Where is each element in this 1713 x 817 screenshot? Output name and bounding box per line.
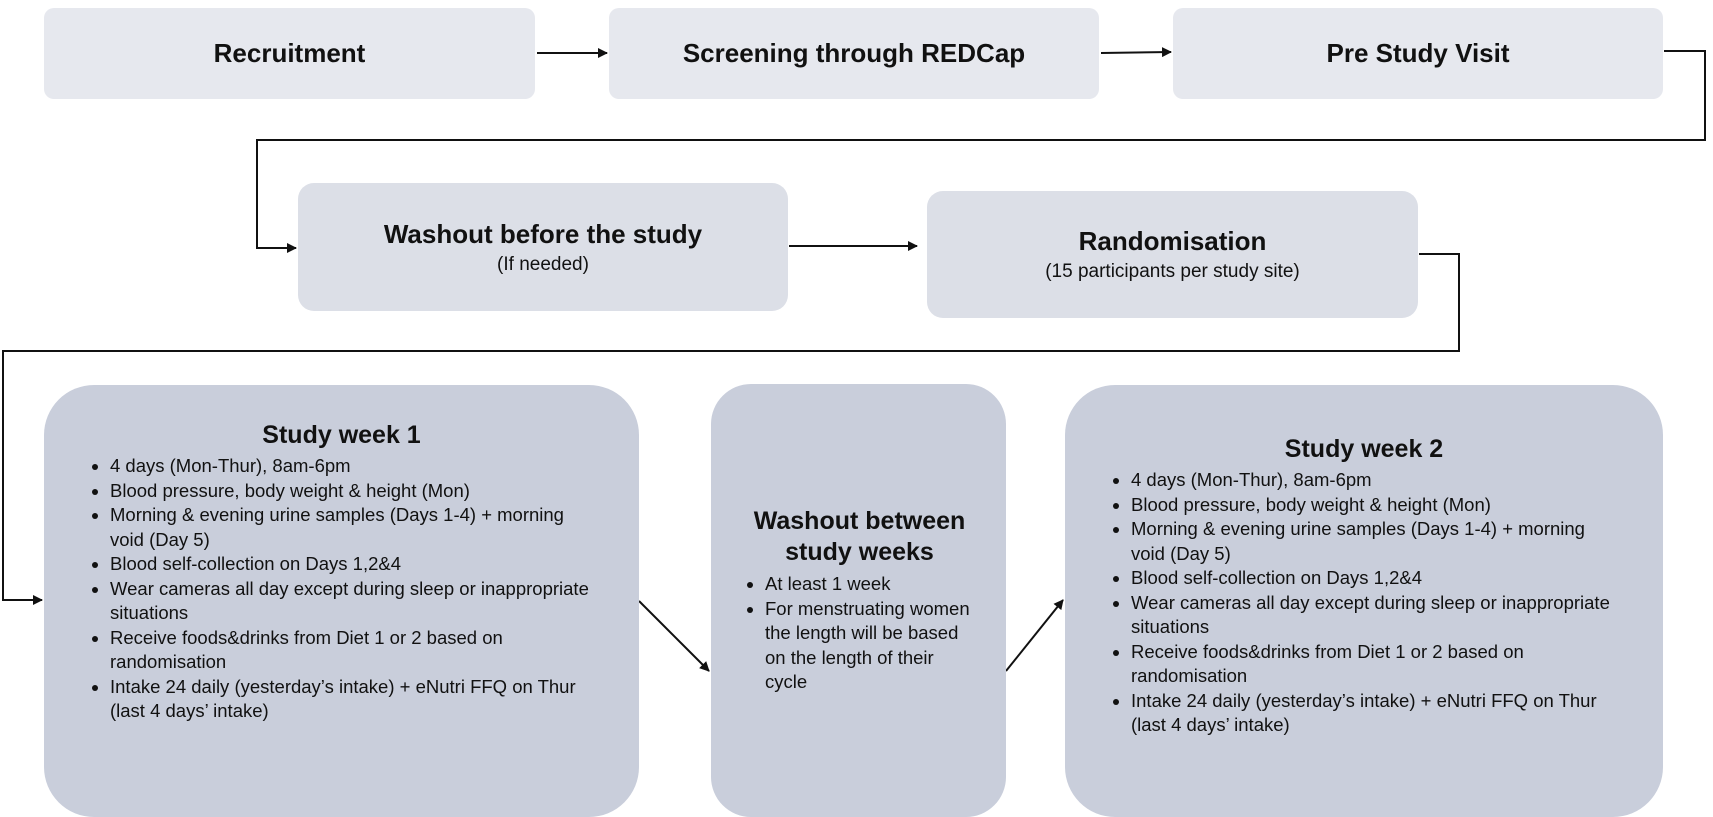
study-week-1-box: Study week 1 4 days (Mon-Thur), 8am-6pm …	[44, 385, 639, 817]
study-week-2-box: Study week 2 4 days (Mon-Thur), 8am-6pm …	[1065, 385, 1663, 817]
list-item: Morning & evening urine samples (Days 1-…	[1131, 517, 1623, 566]
arrow-screening-to-prestudy	[1100, 47, 1172, 58]
list-item: Morning & evening urine samples (Days 1-…	[110, 503, 599, 552]
list-item: Blood pressure, body weight & height (Mo…	[1131, 493, 1623, 518]
list-item: Blood self-collection on Days 1,2&4	[110, 552, 599, 577]
randomisation-title: Randomisation	[1078, 226, 1267, 256]
list-item: At least 1 week	[765, 572, 980, 597]
screening-label: Screening through REDCap	[682, 38, 1026, 68]
pre-study-visit-box: Pre Study Visit	[1173, 8, 1663, 99]
washout-before-title: Washout before the study	[383, 218, 703, 249]
list-item: Blood pressure, body weight & height (Mo…	[110, 479, 599, 504]
pre-study-visit-label: Pre Study Visit	[1326, 38, 1510, 68]
screening-box: Screening through REDCap	[609, 8, 1099, 99]
arrow-week1-to-washout-between	[638, 600, 710, 672]
washout-before-note: (If needed)	[497, 253, 589, 275]
list-item: Blood self-collection on Days 1,2&4	[1131, 566, 1623, 591]
list-item: 4 days (Mon-Thur), 8am-6pm	[110, 454, 599, 479]
list-item: 4 days (Mon-Thur), 8am-6pm	[1131, 468, 1623, 493]
study-week-1-list: 4 days (Mon-Thur), 8am-6pm Blood pressur…	[84, 454, 599, 724]
list-item: Receive foods&drinks from Diet 1 or 2 ba…	[110, 626, 599, 675]
list-item: Wear cameras all day except during sleep…	[1131, 591, 1623, 640]
list-item: For menstruating women the length will b…	[765, 597, 980, 695]
study-week-1-title: Study week 1	[262, 421, 421, 449]
list-item: Intake 24 daily (yesterday’s intake) + e…	[1131, 689, 1623, 738]
washout-between-list: At least 1 week For menstruating women t…	[739, 572, 980, 695]
randomisation-note: (15 participants per study site)	[1045, 261, 1300, 282]
arrow-randomisation-to-week1	[2, 253, 1460, 605]
arrow-washout-between-to-week2	[1005, 599, 1064, 672]
recruitment-label: Recruitment	[213, 38, 366, 68]
randomisation-box: Randomisation (15 participants per study…	[927, 191, 1418, 318]
list-item: Intake 24 daily (yesterday’s intake) + e…	[110, 675, 599, 724]
arrow-prestudy-to-washout	[256, 50, 1706, 253]
washout-between-box: Washout between study weeks At least 1 w…	[711, 384, 1006, 817]
study-week-2-list: 4 days (Mon-Thur), 8am-6pm Blood pressur…	[1105, 468, 1623, 738]
washout-before-box: Washout before the study (If needed)	[298, 183, 788, 311]
washout-between-title: Washout between study weeks	[753, 507, 966, 566]
study-week-2-title: Study week 2	[1284, 435, 1444, 463]
list-item: Wear cameras all day except during sleep…	[110, 577, 599, 626]
list-item: Receive foods&drinks from Diet 1 or 2 ba…	[1131, 640, 1623, 689]
recruitment-box: Recruitment	[44, 8, 535, 99]
